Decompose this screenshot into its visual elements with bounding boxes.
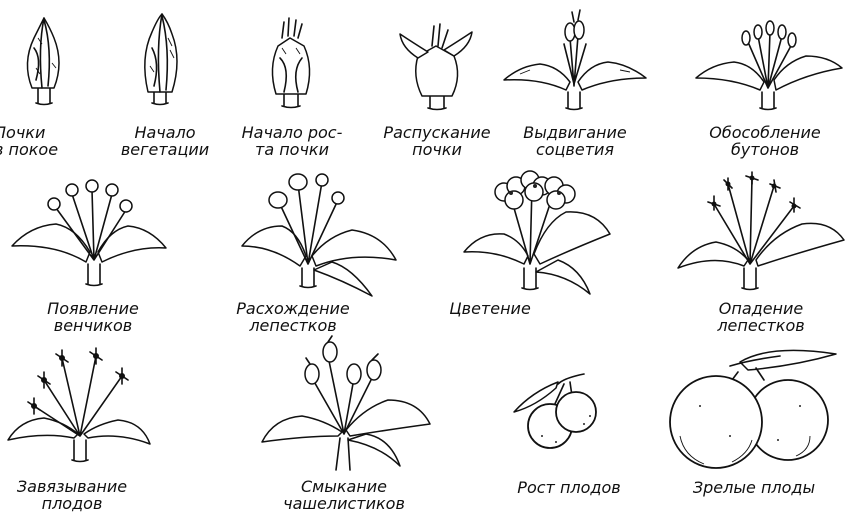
stage-dormant-bud: Почки в покое xyxy=(0,8,90,158)
bud-opening-drawing xyxy=(372,8,502,118)
stage-petal-fall-caption: Опадение лепестков xyxy=(674,300,848,334)
stage-flowering-caption: Цветение xyxy=(390,300,590,317)
stage-ripe-fruit-caption: Зрелые плоды xyxy=(660,479,848,496)
fruit-set-drawing xyxy=(0,336,170,468)
stage-flowering: Цветение xyxy=(420,164,620,334)
stage-bud-opening: Распускание почки xyxy=(372,8,502,158)
stage-ripe-fruit: Зрелые плоды xyxy=(660,336,848,496)
stage-bud-growth: Начало рос- та почки xyxy=(234,8,350,158)
stage-corolla-appearance-caption: Появление венчиков xyxy=(18,300,168,334)
stage-sepal-closing-caption: Смыкание чашелистиков xyxy=(250,478,438,512)
stage-fruit-set: Завязывание плодов xyxy=(0,336,170,512)
corolla-appearance-drawing xyxy=(0,164,180,294)
dormant-bud-drawing xyxy=(0,8,90,118)
vegetation-start-drawing xyxy=(110,8,220,118)
sepal-closing-drawing xyxy=(250,334,438,470)
stage-fruit-growth: Рост плодов xyxy=(492,362,646,496)
stage-petal-divergence-caption: Расхождение лепестков xyxy=(182,300,404,334)
stage-bud-separation-caption: Обособление бутонов xyxy=(682,124,848,158)
stage-bud-growth-caption: Начало рос- та почки xyxy=(234,124,350,158)
inflorescence-emergence-drawing xyxy=(500,8,650,118)
stage-sepal-closing: Смыкание чашелистиков xyxy=(250,334,438,512)
flowering-drawing xyxy=(420,164,620,294)
bud-separation-drawing xyxy=(682,8,848,118)
bud-growth-drawing xyxy=(234,8,350,118)
stage-petal-fall: Опадение лепестков xyxy=(674,164,848,334)
stage-petal-divergence: Расхождение лепестков xyxy=(182,160,404,334)
stage-bud-separation: Обособление бутонов xyxy=(682,8,848,158)
stage-bud-opening-caption: Распускание почки xyxy=(372,124,502,158)
petal-divergence-drawing xyxy=(182,160,404,296)
small-fruit-right xyxy=(556,392,596,432)
ripe-fruit-drawing xyxy=(660,336,848,472)
stage-inflorescence-emergence-caption: Выдвигание соцветия xyxy=(500,124,650,158)
ripe-fruit-left xyxy=(670,376,762,468)
stage-vegetation-start: Начало вегетации xyxy=(110,8,220,158)
flower-right xyxy=(545,177,575,209)
stage-vegetation-start-caption: Начало вегетации xyxy=(110,124,220,158)
fruit-growth-drawing xyxy=(492,362,646,472)
petal-fall-drawing xyxy=(674,164,848,294)
stage-fruit-set-caption: Завязывание плодов xyxy=(0,478,152,512)
stage-corolla-appearance: Появление венчиков xyxy=(0,164,180,334)
stage-dormant-bud-caption: Почки в покое xyxy=(0,124,90,158)
stage-fruit-growth-caption: Рост плодов xyxy=(492,479,646,496)
stage-inflorescence-emergence: Выдвигание соцветия xyxy=(500,8,650,158)
